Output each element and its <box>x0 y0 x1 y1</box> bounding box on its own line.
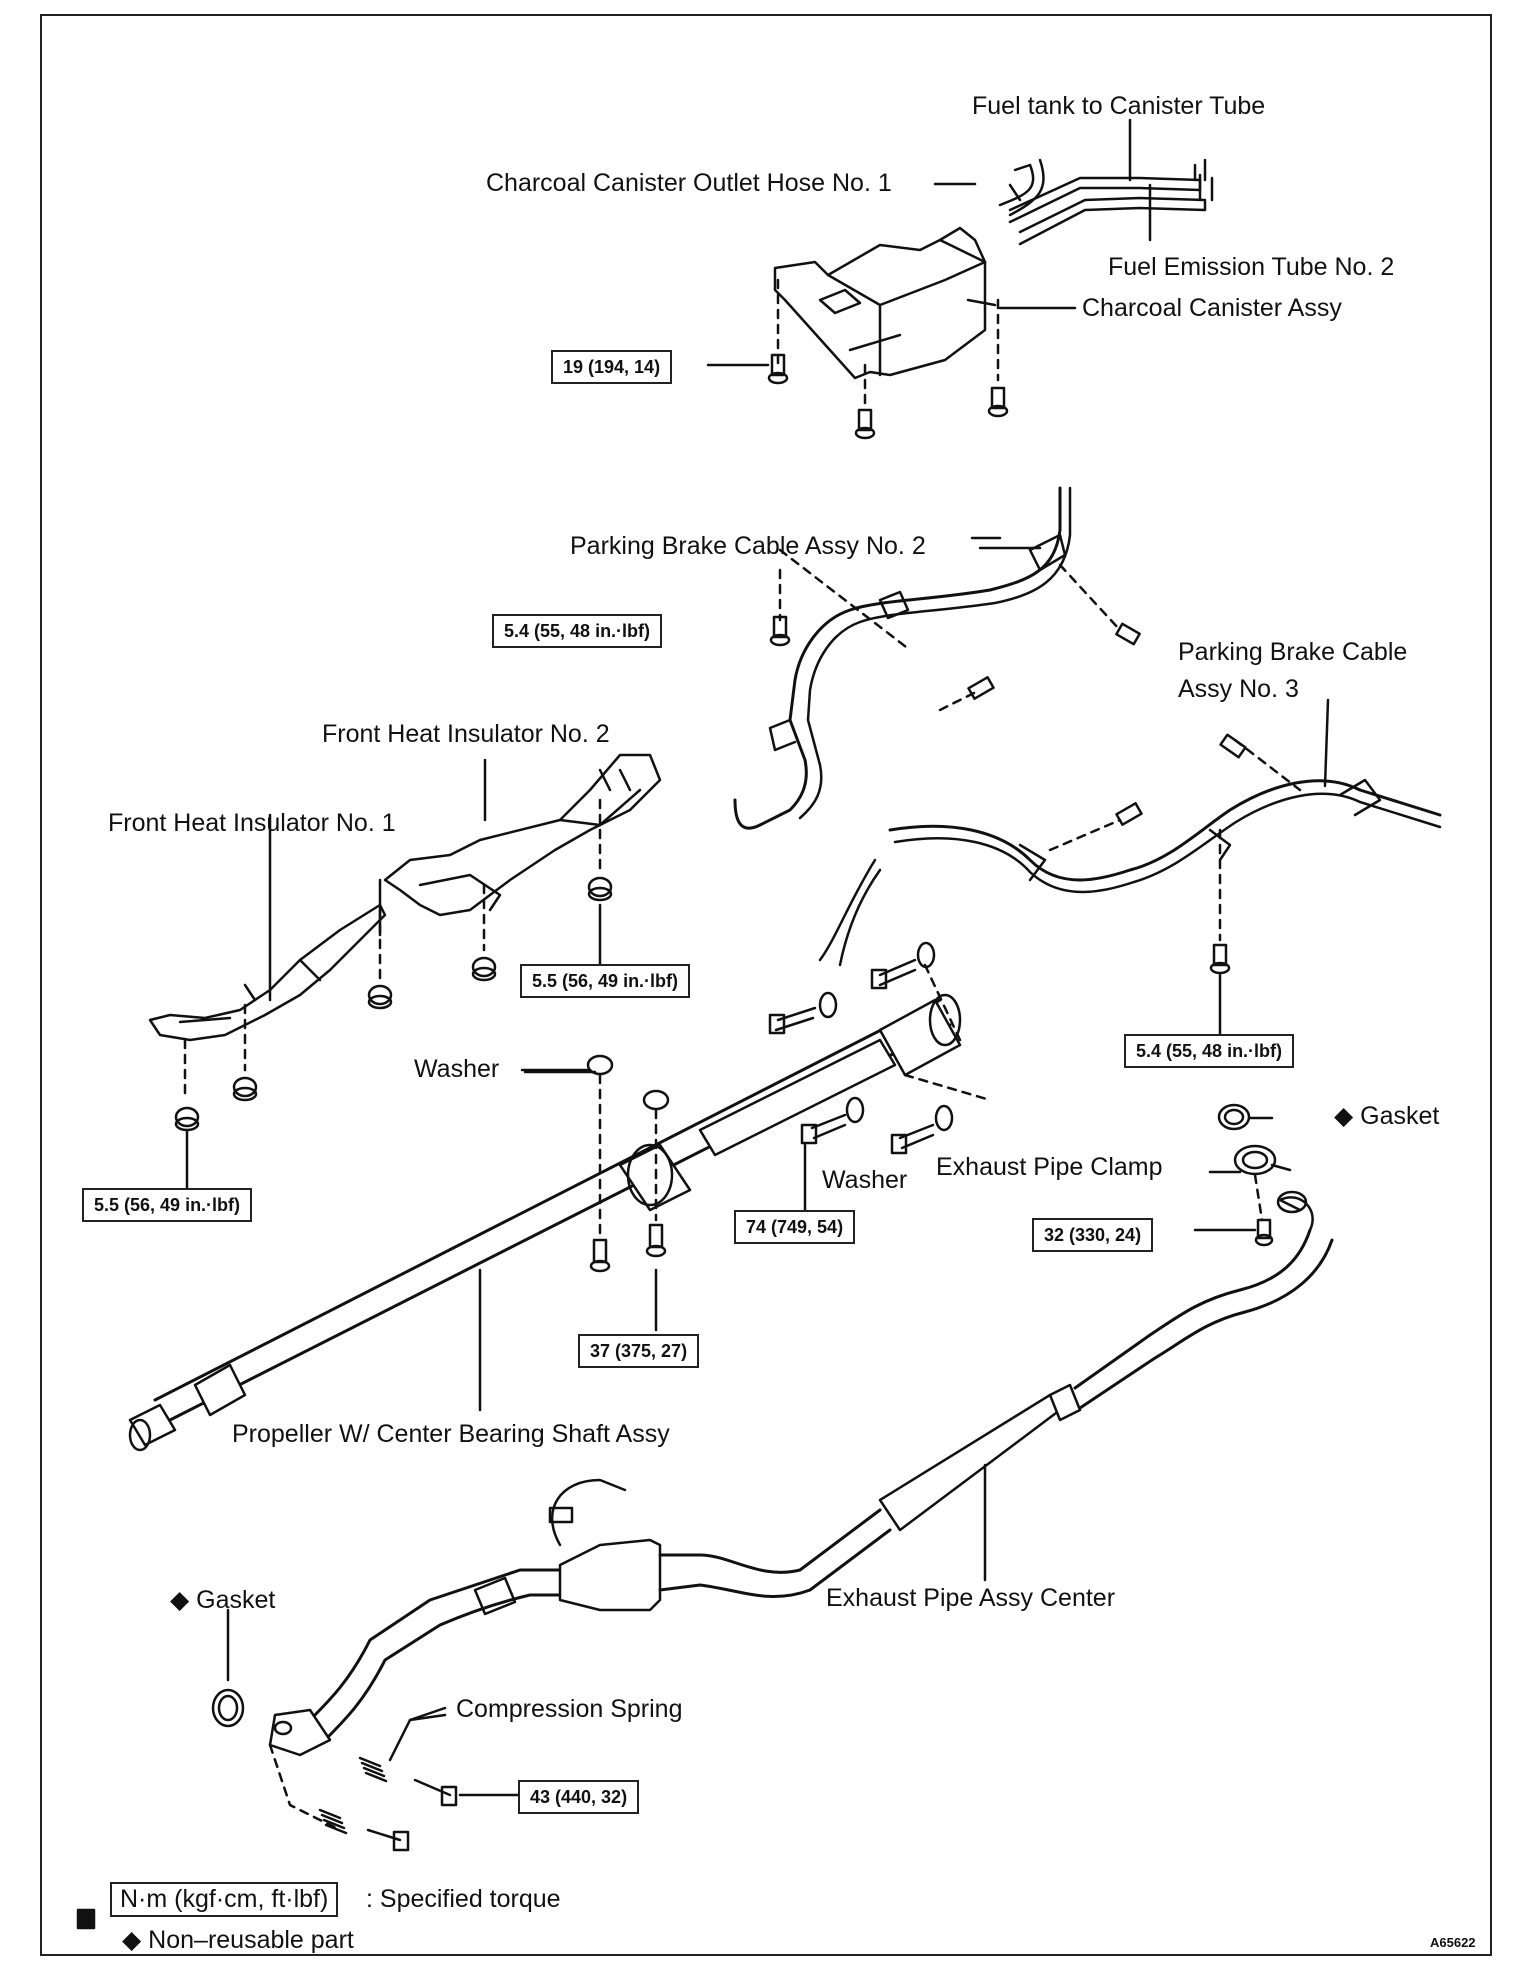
figure-id: A65622 <box>1430 1935 1476 1950</box>
torque-bearing-bolt: 37 (375, 27) <box>578 1334 700 1368</box>
label-brake-cable-3-line2: Assy No. 3 <box>1178 675 1299 703</box>
label-propeller-shaft: Propeller W/ Center Bearing Shaft Assy <box>232 1420 670 1448</box>
label-emission-tube: Fuel Emission Tube No. 2 <box>1108 253 1395 281</box>
legend-non-reusable: ◆ Non–reusable part <box>122 1926 354 1954</box>
label-washer-1: Washer <box>414 1055 500 1083</box>
legend-unit-box: N·m (kgf·cm, ft·lbf) <box>110 1882 339 1917</box>
torque-flange-bolt: 74 (749, 54) <box>734 1210 856 1244</box>
label-heat-insulator-2: Front Heat Insulator No. 2 <box>322 720 610 748</box>
label-leaders <box>268 118 1152 1722</box>
canister-tubes <box>998 158 1214 246</box>
torque-insulator2-nut: 5.5 (56, 49 in.·lbf) <box>520 964 691 998</box>
charcoal-canister <box>773 226 997 380</box>
page-icon <box>76 1908 96 1930</box>
torque-clamp-bolt: 32 (330, 24) <box>1032 1218 1154 1252</box>
label-outlet-hose: Charcoal Canister Outlet Hose No. 1 <box>486 169 892 197</box>
exhaust-pipe-assy-center <box>268 1190 1334 1757</box>
label-compression-spring: Compression Spring <box>456 1695 683 1723</box>
front-heat-insulator-2 <box>383 753 662 917</box>
label-heat-insulator-1: Front Heat Insulator No. 1 <box>108 809 396 837</box>
legend-unit-text: : Specified torque <box>366 1885 561 1913</box>
propeller-shaft <box>128 963 992 1452</box>
torque-brake3-bolt: 5.4 (55, 48 in.·lbf) <box>1124 1034 1295 1068</box>
parking-brake-cable-2 <box>733 486 1141 967</box>
torque-canister-bolt: 19 (194, 14) <box>551 350 673 384</box>
torque-insulator1-nut: 5.5 (56, 49 in.·lbf) <box>82 1188 253 1222</box>
label-gasket-rear: ◆ Gasket <box>1334 1102 1440 1130</box>
exhaust-clamp-gasket <box>1193 1103 1292 1247</box>
label-brake-cable-2: Parking Brake Cable Assy No. 2 <box>570 532 926 560</box>
label-brake-cable-3-line1: Parking Brake Cable <box>1178 638 1408 666</box>
torque-spring-bolt: 43 (440, 32) <box>518 1780 640 1814</box>
insulator-nuts <box>174 798 613 1192</box>
label-exhaust-clamp: Exhaust Pipe Clamp <box>936 1153 1163 1181</box>
canister-bolts <box>706 278 1009 440</box>
label-exhaust-center: Exhaust Pipe Assy Center <box>826 1584 1116 1612</box>
label-washer-2: Washer <box>822 1166 908 1194</box>
propeller-bolts-washers <box>520 941 954 1332</box>
torque-brake2-bolt: 5.4 (55, 48 in.·lbf) <box>492 614 663 648</box>
label-gasket-front: ◆ Gasket <box>170 1586 276 1614</box>
diagram-frame <box>40 14 1492 1956</box>
front-heat-insulator-1 <box>148 903 387 1042</box>
label-fuel-tank-tube: Fuel tank to Canister Tube <box>972 92 1266 120</box>
parking-brake-cable-3 <box>888 698 1442 1047</box>
label-canister-assy: Charcoal Canister Assy <box>1082 294 1342 322</box>
front-gasket-spring <box>211 1608 522 1852</box>
